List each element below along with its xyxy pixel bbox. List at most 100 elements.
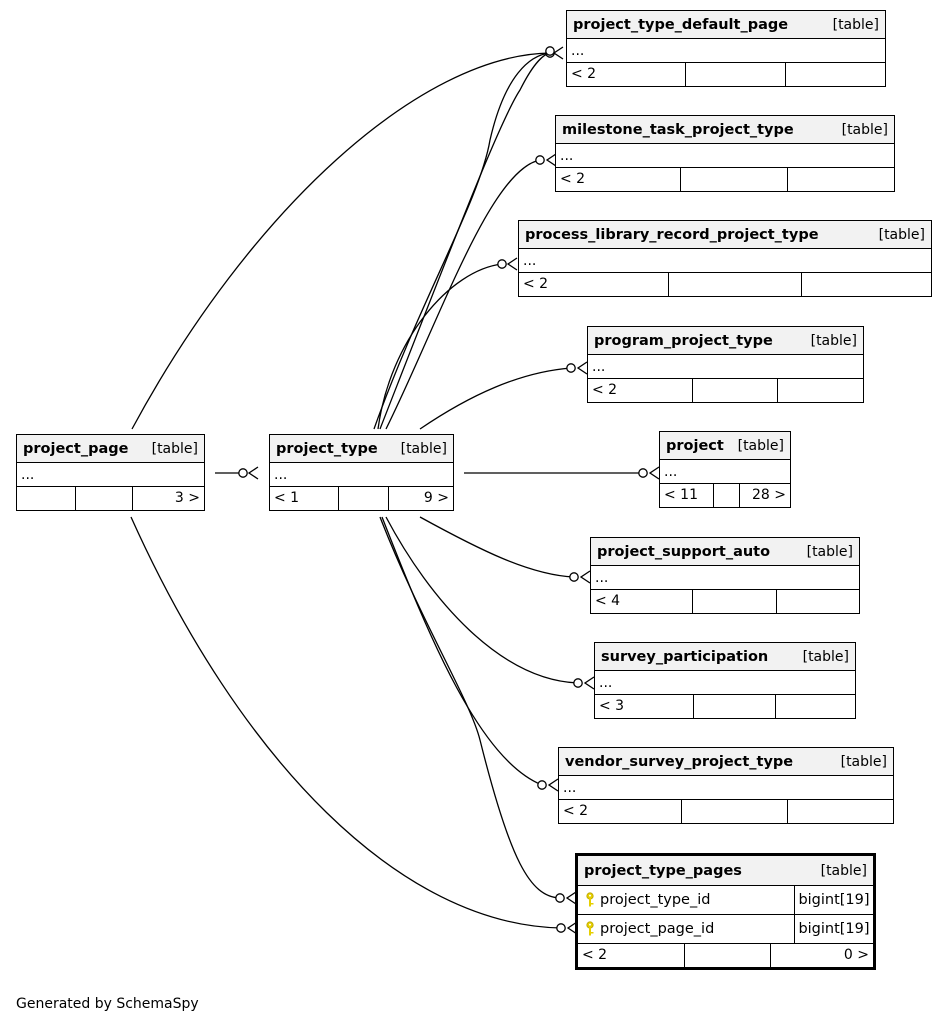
table-name: vendor_survey_project_type xyxy=(565,753,794,770)
elided-columns: ... xyxy=(559,776,893,800)
table-project[interactable]: project [table] ... < 11 28 > xyxy=(659,431,791,508)
table-header: survey_participation [table] xyxy=(595,643,855,671)
table-kind: [table] xyxy=(841,121,888,138)
children-count xyxy=(785,63,885,86)
parents-count: < 2 xyxy=(523,276,549,292)
parents-count: < 2 xyxy=(571,66,597,82)
children-count: 3 > xyxy=(132,487,204,510)
elided-columns: ... xyxy=(588,355,863,379)
parents-count: < 2 xyxy=(560,171,586,187)
table-kind: [table] xyxy=(737,437,784,454)
generated-by-footer: Generated by SchemaSpy xyxy=(16,996,199,1012)
column-count xyxy=(693,695,775,718)
table-kind: [table] xyxy=(810,332,857,349)
relation-line xyxy=(131,52,551,430)
table-footer: < 1 9 > xyxy=(270,487,453,510)
elided-columns: ... xyxy=(17,463,204,487)
relation-line xyxy=(377,263,503,430)
table-milestone-task-project-type[interactable]: milestone_task_project_type [table] ... … xyxy=(555,115,895,192)
children-count xyxy=(775,695,855,718)
relation-line xyxy=(419,367,572,430)
table-vendor-survey-project-type[interactable]: vendor_survey_project_type [table] ... <… xyxy=(558,747,894,824)
column-count xyxy=(338,487,388,510)
elided-columns: ... xyxy=(270,463,453,487)
elided-columns: ... xyxy=(660,460,790,484)
crows-foot-marks xyxy=(247,46,660,935)
table-footer: < 3 xyxy=(595,695,855,718)
parents-count: < 11 xyxy=(664,487,698,503)
table-process-library-record-project-type[interactable]: process_library_record_project_type [tab… xyxy=(518,220,932,297)
column-row[interactable]: project_page_id bigint[19] xyxy=(578,915,873,944)
relation-line xyxy=(379,52,551,430)
table-project-page[interactable]: project_page [table] ... 3 > xyxy=(16,434,205,511)
elided-columns: ... xyxy=(556,144,894,168)
table-name: survey_participation xyxy=(601,648,769,665)
table-project-type-default-page[interactable]: project_type_default_page [table] ... < … xyxy=(566,10,886,87)
table-name: project_page xyxy=(23,440,129,457)
table-header: vendor_survey_project_type [table] xyxy=(559,748,893,776)
relation-line xyxy=(379,516,561,899)
table-project-type[interactable]: project_type [table] ... < 1 9 > xyxy=(269,434,454,511)
key-icon xyxy=(586,921,594,936)
table-name: project_type_default_page xyxy=(573,16,789,33)
parents-count: < 4 xyxy=(595,593,621,609)
children-count: 28 > xyxy=(739,484,790,507)
table-name: project xyxy=(666,437,724,454)
table-name: process_library_record_project_type xyxy=(525,226,819,243)
column-count xyxy=(680,168,787,191)
column-count xyxy=(713,484,739,507)
relation-line xyxy=(381,516,543,786)
table-header: project_type_default_page [table] xyxy=(567,11,885,39)
column-name: project_page_id xyxy=(600,921,715,937)
relation-line xyxy=(419,516,575,578)
optional-circles xyxy=(238,46,648,933)
table-footer: < 2 0 > xyxy=(578,944,873,967)
table-header: program_project_type [table] xyxy=(588,327,863,355)
parents-count: < 2 xyxy=(582,947,608,963)
column-count xyxy=(668,273,801,296)
table-name: project_support_auto xyxy=(597,543,771,560)
table-program-project-type[interactable]: program_project_type [table] ... < 2 xyxy=(587,326,864,403)
parents-count: < 1 xyxy=(274,490,300,506)
table-kind: [table] xyxy=(820,862,867,879)
column-name-cell: project_type_id xyxy=(578,886,795,914)
table-footer: < 2 xyxy=(556,168,894,191)
table-project-type-pages[interactable]: project_type_pages [table] project_type_… xyxy=(575,853,876,970)
table-kind: [table] xyxy=(840,753,887,770)
parents-count: < 2 xyxy=(563,803,589,819)
elided-columns: ... xyxy=(567,39,885,63)
column-count xyxy=(692,379,777,402)
column-row[interactable]: project_type_id bigint[19] xyxy=(578,886,873,915)
column-type: bigint[19] xyxy=(798,892,870,908)
table-footer: < 2 xyxy=(567,63,885,86)
table-kind: [table] xyxy=(878,226,925,243)
children-count: 0 > xyxy=(770,944,873,967)
column-type: bigint[19] xyxy=(798,921,870,937)
table-header: project_page [table] xyxy=(17,435,204,463)
relation-line xyxy=(385,516,579,684)
children-count: 9 > xyxy=(388,487,453,510)
column-count xyxy=(681,800,787,823)
table-kind: [table] xyxy=(832,16,879,33)
table-header: project_type_pages [table] xyxy=(578,856,873,886)
parents-count: < 2 xyxy=(592,382,618,398)
table-footer: 3 > xyxy=(17,487,204,510)
table-name: milestone_task_project_type xyxy=(562,121,794,138)
table-survey-participation[interactable]: survey_participation [table] ... < 3 xyxy=(594,642,856,719)
elided-columns: ... xyxy=(595,671,855,695)
table-footer: < 2 xyxy=(588,379,863,402)
table-name: project_type_pages xyxy=(584,862,742,879)
column-count xyxy=(685,63,785,86)
parents-count: < 3 xyxy=(599,698,625,714)
children-count xyxy=(777,379,863,402)
table-project-support-auto[interactable]: project_support_auto [table] ... < 4 xyxy=(590,537,860,614)
relation-line xyxy=(130,516,562,929)
table-kind: [table] xyxy=(802,648,849,665)
children-count xyxy=(801,273,931,296)
children-count xyxy=(787,800,893,823)
elided-columns: ... xyxy=(591,566,859,590)
table-footer: < 11 28 > xyxy=(660,484,790,507)
column-name: project_type_id xyxy=(600,892,711,908)
relation-line xyxy=(385,159,541,430)
